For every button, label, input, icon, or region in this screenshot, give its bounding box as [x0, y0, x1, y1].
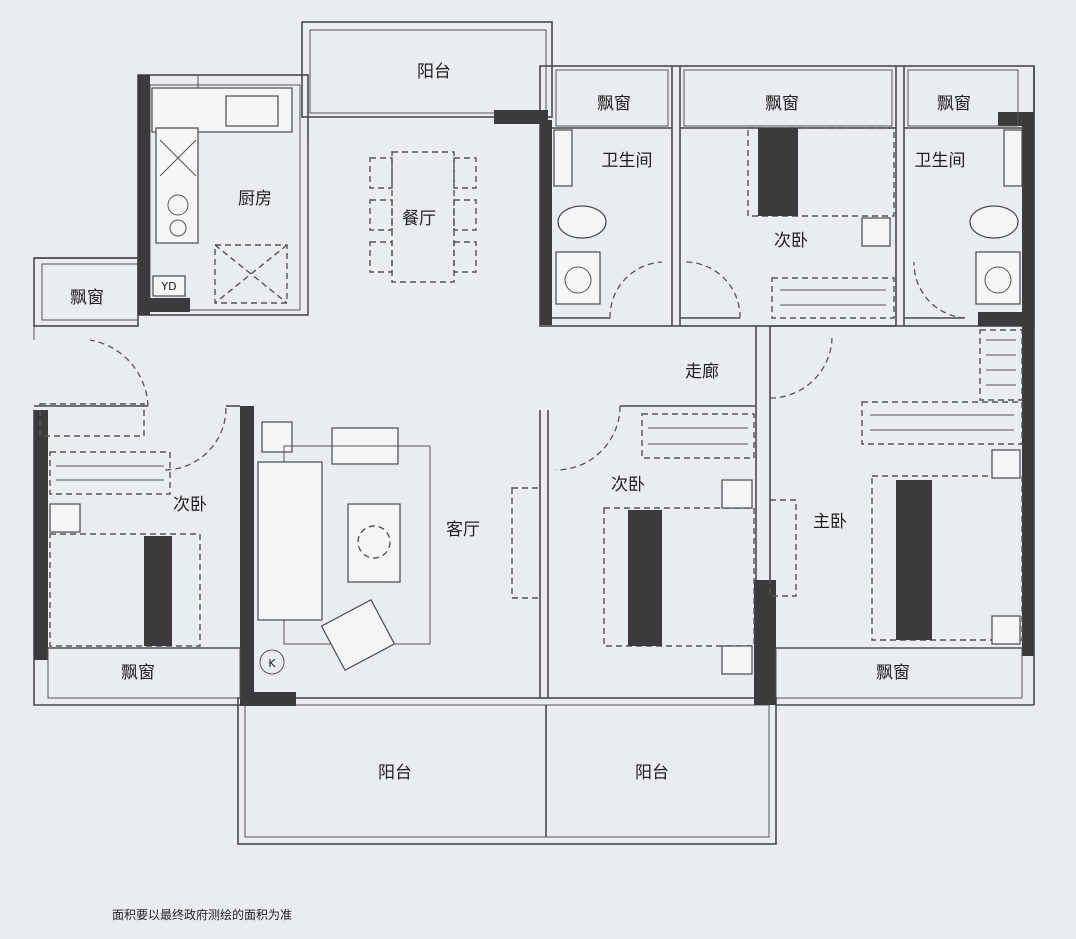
area-disclaimer: 面积要以最终政府测绘的面积为准 [112, 908, 293, 922]
label-corridor: 走廊 [685, 362, 719, 382]
label-bed-top: 次卧 [774, 231, 808, 251]
label-balcony-br: 阳台 [635, 763, 669, 783]
label-living: 客厅 [446, 520, 480, 540]
yd-marker: YD [160, 280, 176, 293]
label-kitchen: 厨房 [238, 189, 272, 209]
label-master: 主卧 [813, 512, 847, 532]
partitions [34, 66, 1023, 699]
label-balcony-bl: 阳台 [378, 763, 412, 783]
label-balcony-top: 阳台 [417, 62, 451, 82]
label-bay-bed-left: 飘窗 [121, 663, 155, 683]
label-bay-bath-left: 飘窗 [597, 94, 631, 114]
furniture [39, 87, 1023, 675]
k-marker: K [268, 657, 276, 670]
label-bay-master: 飘窗 [876, 663, 910, 683]
label-bath-right: 卫生间 [915, 151, 966, 171]
label-dining: 餐厅 [402, 209, 436, 229]
label-bed-mid: 次卧 [611, 475, 645, 495]
label-bed-left: 次卧 [173, 495, 207, 515]
label-bath-left: 卫生间 [602, 151, 653, 171]
doors [33, 261, 966, 471]
label-bay-bed-top: 飘窗 [765, 94, 799, 114]
label-bay-bath-right: 飘窗 [937, 94, 971, 114]
structural-walls [34, 75, 1034, 706]
label-bay-left-small: 飘窗 [70, 288, 104, 308]
room-labels: 阳台 飘窗 飘窗 飘窗 卫生间 卫生间 厨房 餐厅 次卧 飘窗 走廊 次卧 客厅… [70, 62, 971, 783]
